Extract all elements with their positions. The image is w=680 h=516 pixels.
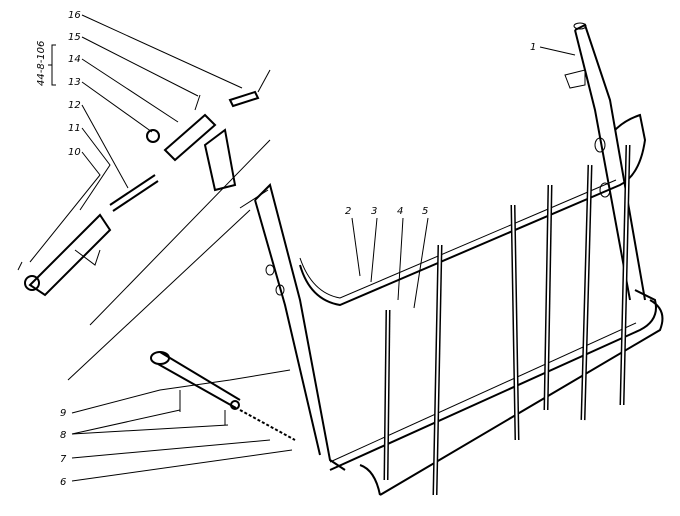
callout-14: 14: [68, 54, 81, 65]
callout-8: 8: [60, 430, 66, 441]
main-frame: [299, 22, 664, 496]
drawing-code-label: 44-8-106: [36, 41, 47, 86]
callout-7: 7: [60, 454, 67, 465]
callout-15: 15: [68, 32, 81, 43]
callout-4: 4: [397, 206, 403, 217]
pin-and-spring: [150, 351, 296, 441]
control-rod: [67, 209, 251, 381]
callout-3: 3: [371, 206, 377, 217]
callout-1: 1: [530, 42, 536, 53]
callout-16: 16: [68, 10, 81, 21]
callout-9: 9: [60, 408, 66, 419]
leader-lines: [29, 14, 576, 482]
side-bracket: [239, 183, 346, 471]
callout-2: 2: [345, 206, 351, 217]
callout-10: 10: [68, 147, 81, 158]
group-bracket: [48, 44, 56, 86]
small-parts: [17, 69, 271, 297]
callout-5: 5: [422, 206, 428, 217]
vertical-rods: [383, 144, 631, 496]
callout-12: 12: [68, 100, 81, 111]
callout-13: 13: [68, 77, 81, 88]
callout-11: 11: [68, 123, 81, 134]
callout-6: 6: [60, 477, 66, 488]
callouts: 16 15 14 13 12 11 10 1 2 3 4 5 9 8 7 6: [60, 10, 536, 488]
